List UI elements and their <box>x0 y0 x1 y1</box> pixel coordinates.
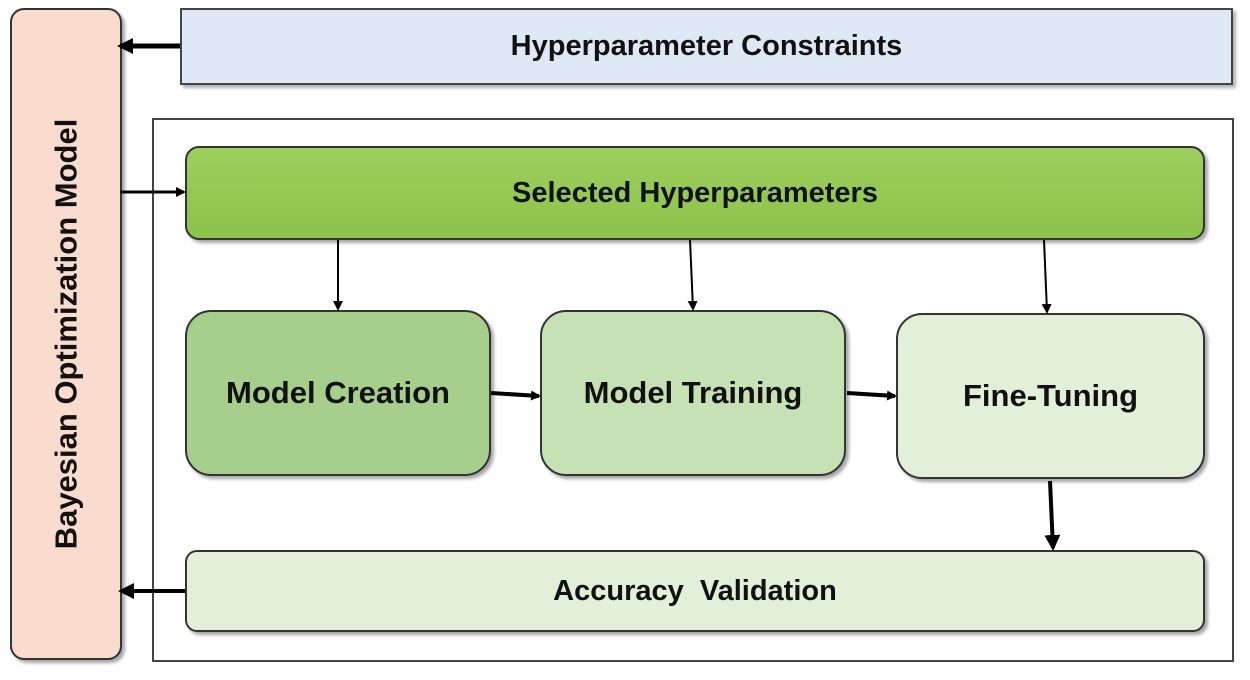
model-creation-box: Model Creation <box>185 310 491 476</box>
selected-hyperparameters-label: Selected Hyperparameters <box>512 176 878 209</box>
hyperparameter-constraints-box: Hyperparameter Constraints <box>180 8 1233 85</box>
model-training-label: Model Training <box>583 375 803 410</box>
hyperparameter-constraints-label: Hyperparameter Constraints <box>510 30 903 62</box>
selected-hyperparameters-box: Selected Hyperparameters <box>185 146 1205 240</box>
fine-tuning-box: Fine-Tuning <box>896 313 1205 479</box>
model-training-box: Model Training <box>540 310 846 476</box>
accuracy-validation-label: Accuracy Validation <box>553 574 837 607</box>
bayesian-optimization-model-box: Bayesian Optimization Model <box>10 8 122 660</box>
model-creation-label: Model Creation <box>226 375 450 410</box>
fine-tuning-label: Fine-Tuning <box>962 378 1139 413</box>
bayesian-optimization-model-label: Bayesian Optimization Model <box>48 118 83 550</box>
accuracy-validation-box: Accuracy Validation <box>185 550 1205 632</box>
